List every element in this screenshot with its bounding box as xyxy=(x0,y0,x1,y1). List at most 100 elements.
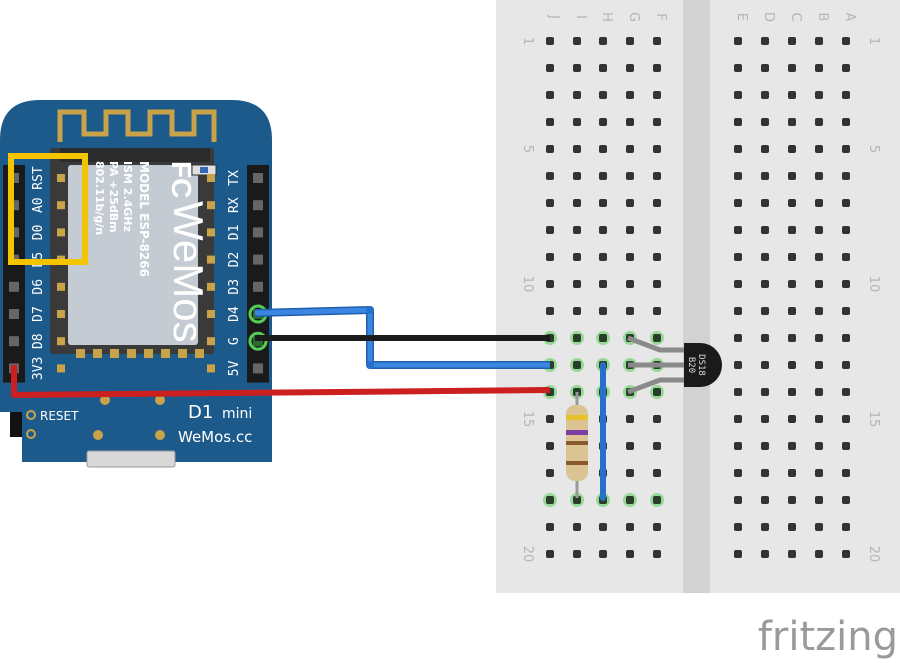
breadboard-hole[interactable] xyxy=(842,199,850,207)
breadboard-hole[interactable] xyxy=(761,253,769,261)
breadboard-hole[interactable] xyxy=(815,118,823,126)
breadboard-hole[interactable] xyxy=(761,361,769,369)
breadboard-hole[interactable] xyxy=(788,307,796,315)
breadboard-hole[interactable] xyxy=(653,334,661,342)
breadboard-hole[interactable] xyxy=(653,442,661,450)
breadboard-hole[interactable] xyxy=(734,442,742,450)
breadboard-hole[interactable] xyxy=(815,523,823,531)
breadboard-hole[interactable] xyxy=(761,226,769,234)
breadboard-hole[interactable] xyxy=(842,280,850,288)
breadboard-hole[interactable] xyxy=(653,37,661,45)
breadboard-hole[interactable] xyxy=(734,388,742,396)
breadboard-hole[interactable] xyxy=(734,253,742,261)
breadboard-hole[interactable] xyxy=(815,253,823,261)
breadboard-hole[interactable] xyxy=(599,91,607,99)
breadboard-hole[interactable] xyxy=(546,442,554,450)
breadboard-hole[interactable] xyxy=(788,118,796,126)
breadboard-hole[interactable] xyxy=(788,496,796,504)
breadboard-hole[interactable] xyxy=(842,226,850,234)
breadboard-hole[interactable] xyxy=(815,496,823,504)
breadboard-hole[interactable] xyxy=(788,469,796,477)
breadboard-hole[interactable] xyxy=(734,64,742,72)
breadboard-hole[interactable] xyxy=(761,118,769,126)
pin-5v[interactable] xyxy=(253,363,263,374)
breadboard-hole[interactable] xyxy=(734,145,742,153)
breadboard-hole[interactable] xyxy=(573,199,581,207)
breadboard-hole[interactable] xyxy=(761,145,769,153)
breadboard-hole[interactable] xyxy=(734,118,742,126)
breadboard-hole[interactable] xyxy=(842,388,850,396)
breadboard-hole[interactable] xyxy=(653,226,661,234)
breadboard-hole[interactable] xyxy=(626,307,634,315)
breadboard-hole[interactable] xyxy=(573,226,581,234)
breadboard-hole[interactable] xyxy=(599,307,607,315)
breadboard-hole[interactable] xyxy=(842,253,850,261)
breadboard-hole[interactable] xyxy=(546,415,554,423)
breadboard-hole[interactable] xyxy=(788,280,796,288)
pin-d8[interactable] xyxy=(9,336,19,347)
breadboard-hole[interactable] xyxy=(815,334,823,342)
breadboard-hole[interactable] xyxy=(653,145,661,153)
breadboard-hole[interactable] xyxy=(599,226,607,234)
breadboard-hole[interactable] xyxy=(761,64,769,72)
breadboard-hole[interactable] xyxy=(626,496,634,504)
breadboard-hole[interactable] xyxy=(842,172,850,180)
breadboard-hole[interactable] xyxy=(626,280,634,288)
pin-g[interactable] xyxy=(253,336,263,347)
breadboard-hole[interactable] xyxy=(788,388,796,396)
pin-d1[interactable] xyxy=(253,227,263,238)
breadboard-hole[interactable] xyxy=(599,145,607,153)
pin-d3[interactable] xyxy=(253,281,263,292)
breadboard-hole[interactable] xyxy=(546,550,554,558)
pin-d7[interactable] xyxy=(9,309,19,319)
breadboard-hole[interactable] xyxy=(788,64,796,72)
wire-bend-point[interactable] xyxy=(366,361,374,369)
breadboard-hole[interactable] xyxy=(653,415,661,423)
breadboard-hole[interactable] xyxy=(815,145,823,153)
breadboard-hole[interactable] xyxy=(653,469,661,477)
breadboard-hole[interactable] xyxy=(626,442,634,450)
breadboard-hole[interactable] xyxy=(626,64,634,72)
breadboard-hole[interactable] xyxy=(599,199,607,207)
breadboard-hole[interactable] xyxy=(599,253,607,261)
breadboard-hole[interactable] xyxy=(842,307,850,315)
breadboard-hole[interactable] xyxy=(761,415,769,423)
pin-rx[interactable] xyxy=(253,200,263,211)
breadboard-hole[interactable] xyxy=(546,496,554,504)
breadboard-hole[interactable] xyxy=(842,91,850,99)
breadboard-hole[interactable] xyxy=(734,280,742,288)
breadboard-hole[interactable] xyxy=(734,172,742,180)
breadboard-hole[interactable] xyxy=(653,172,661,180)
breadboard-hole[interactable] xyxy=(546,199,554,207)
breadboard-hole[interactable] xyxy=(842,523,850,531)
breadboard-hole[interactable] xyxy=(842,145,850,153)
breadboard-hole[interactable] xyxy=(788,37,796,45)
breadboard-hole[interactable] xyxy=(761,307,769,315)
breadboard-hole[interactable] xyxy=(734,334,742,342)
breadboard-hole[interactable] xyxy=(788,91,796,99)
breadboard-hole[interactable] xyxy=(573,307,581,315)
breadboard-hole[interactable] xyxy=(815,91,823,99)
breadboard-hole[interactable] xyxy=(761,334,769,342)
breadboard-hole[interactable] xyxy=(734,199,742,207)
breadboard-hole[interactable] xyxy=(734,469,742,477)
breadboard-hole[interactable] xyxy=(788,253,796,261)
breadboard-hole[interactable] xyxy=(573,172,581,180)
breadboard-hole[interactable] xyxy=(761,91,769,99)
breadboard-hole[interactable] xyxy=(653,64,661,72)
breadboard-hole[interactable] xyxy=(842,442,850,450)
breadboard-hole[interactable] xyxy=(734,523,742,531)
breadboard-hole[interactable] xyxy=(599,118,607,126)
breadboard-hole[interactable] xyxy=(546,226,554,234)
breadboard-hole[interactable] xyxy=(546,64,554,72)
breadboard-hole[interactable] xyxy=(815,280,823,288)
breadboard-hole[interactable] xyxy=(599,550,607,558)
breadboard-hole[interactable] xyxy=(788,334,796,342)
breadboard-hole[interactable] xyxy=(788,523,796,531)
breadboard-hole[interactable] xyxy=(626,550,634,558)
breadboard-hole[interactable] xyxy=(842,37,850,45)
breadboard-hole[interactable] xyxy=(734,91,742,99)
breadboard-hole[interactable] xyxy=(546,523,554,531)
breadboard-hole[interactable] xyxy=(815,307,823,315)
breadboard-hole[interactable] xyxy=(573,118,581,126)
